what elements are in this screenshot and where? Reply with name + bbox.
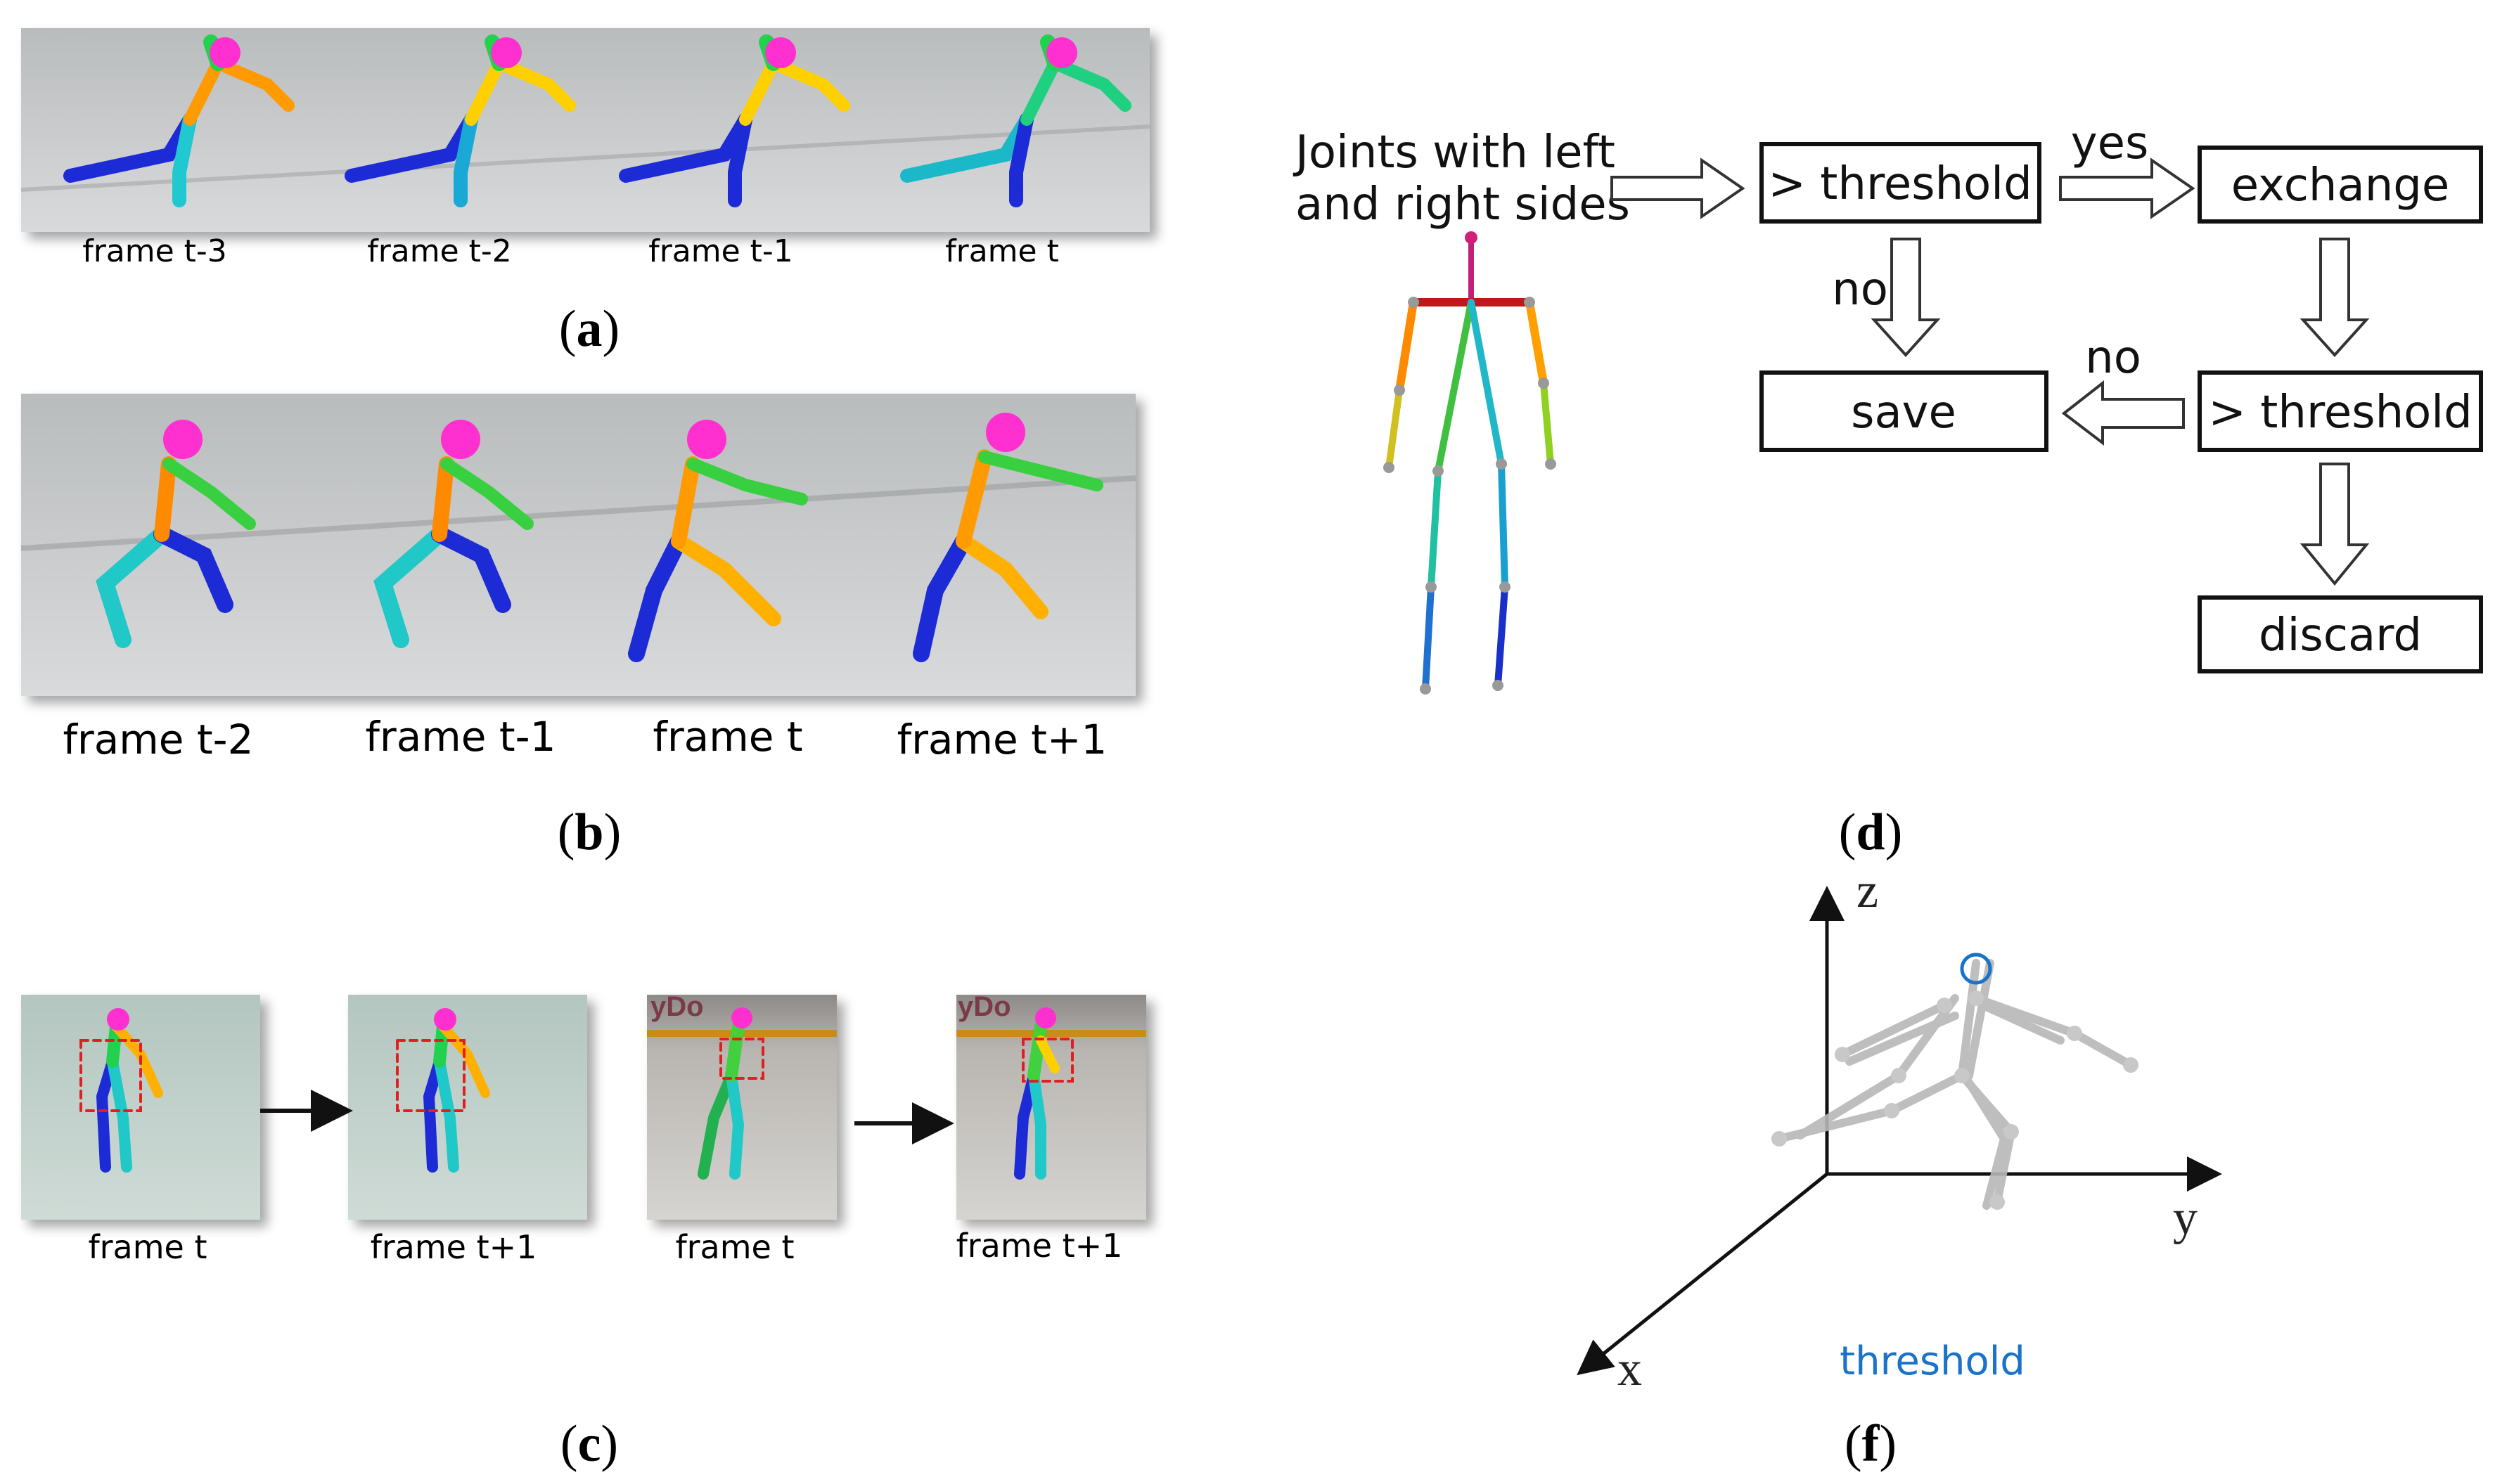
threshold-circle <box>1960 953 1992 985</box>
skater-a4 <box>900 34 1131 207</box>
frame-label: frame t <box>88 1228 207 1266</box>
label-no-left: no <box>2085 332 2141 384</box>
panel-f-caption: (f) <box>1845 1415 1897 1473</box>
svg-text:(a): (a) <box>559 300 620 358</box>
panel-c-frames <box>21 995 1146 1220</box>
box-threshold-1-label: > threshold <box>1768 158 2032 210</box>
skater-c3 <box>698 1007 764 1180</box>
skater-b1 <box>96 420 256 648</box>
frame-label: frame t <box>945 233 1059 269</box>
hollow-arrow-down <box>2300 463 2370 586</box>
frame-label: frame t+1 <box>897 716 1108 763</box>
box-save <box>1759 370 2048 452</box>
frame-label: frame t-2 <box>367 233 512 269</box>
threshold-label: threshold <box>1840 1338 2025 1384</box>
hollow-arrow-right <box>1610 157 1745 219</box>
label-yes: yes <box>2071 117 2149 169</box>
skater-b4 <box>913 413 1103 662</box>
frame-label: frame t <box>675 1228 794 1266</box>
box-discard-label: discard <box>2259 609 2422 662</box>
skater-c4 <box>1014 1007 1074 1180</box>
svg-text:(b): (b) <box>558 804 621 861</box>
panel-letter: b <box>575 804 603 861</box>
box-threshold-2-label: > threshold <box>2208 387 2472 439</box>
panel-a-frames <box>21 28 1150 232</box>
skater-b2 <box>373 420 534 648</box>
skater-a2 <box>345 34 576 207</box>
label-no-down: no <box>1832 264 1888 316</box>
hollow-arrow-left <box>2061 380 2185 446</box>
axis-label-z: z <box>1856 864 1878 918</box>
skater-c2 <box>396 1008 490 1173</box>
panel-d-caption: (d) <box>1839 804 1902 861</box>
axis-label-y: y <box>2173 1191 2198 1245</box>
grey-skeleton-3d <box>1775 959 2135 1210</box>
rink-text: yDo <box>958 991 1011 1022</box>
panel-a-caption: (a) <box>559 300 620 358</box>
panel-letter: f <box>1862 1415 1880 1473</box>
frame-label: frame t+1 <box>956 1227 1123 1265</box>
box-save-label: save <box>1851 387 1956 439</box>
panel-a: frame t-3 frame t-2 frame t-1 frame t (a… <box>20 28 1150 358</box>
frame-label: frame t+1 <box>371 1228 537 1266</box>
frame-label: frame t <box>653 713 802 761</box>
panel-c-caption: (c) <box>560 1415 618 1473</box>
panel-letter: d <box>1856 804 1885 861</box>
box-discard <box>2198 595 2483 673</box>
box-threshold-1 <box>1759 142 2041 224</box>
box-exchange-label: exchange <box>2231 160 2450 212</box>
skeleton-joints <box>1771 991 2138 1210</box>
input-text-line2: and right sides <box>1295 179 1630 231</box>
panel-b: frame t-2 frame t-1 frame t frame t+1 (b… <box>20 394 1136 861</box>
skater-c1 <box>79 1008 163 1173</box>
svg-text:(c): (c) <box>560 1415 618 1473</box>
svg-text:(f): (f) <box>1845 1415 1897 1473</box>
panel-b-caption: (b) <box>558 804 621 861</box>
frame-label: frame t-3 <box>82 233 227 269</box>
rink-text: yDo <box>650 991 704 1022</box>
axis-label-x: x <box>1617 1342 1642 1396</box>
skater-a3 <box>619 34 850 207</box>
panel-f: z y x thr <box>1577 864 2222 1473</box>
panel-c: yDo yDo <box>21 991 1146 1473</box>
hollow-arrow-right <box>2059 157 2195 219</box>
panel-letter: c <box>578 1415 601 1473</box>
frame-label: frame t-1 <box>648 233 793 269</box>
box-threshold-2 <box>2198 370 2483 452</box>
skater-a1 <box>63 34 295 207</box>
panel-letter: a <box>577 300 603 358</box>
box-exchange <box>2198 146 2483 224</box>
input-text-line1: Joints with left <box>1293 127 1615 179</box>
panel-d: Joints with left and right sides > thres… <box>1293 117 2483 861</box>
skater-b3 <box>628 420 808 662</box>
frame-label: frame t-2 <box>63 716 254 763</box>
svg-text:(d): (d) <box>1839 804 1902 861</box>
frame-label: frame t-1 <box>366 713 556 761</box>
hollow-arrow-down <box>2300 238 2370 357</box>
hollow-arrow-down <box>1871 238 1941 357</box>
x-axis <box>1577 1173 1828 1376</box>
rainbow-skeleton <box>1383 231 1556 695</box>
